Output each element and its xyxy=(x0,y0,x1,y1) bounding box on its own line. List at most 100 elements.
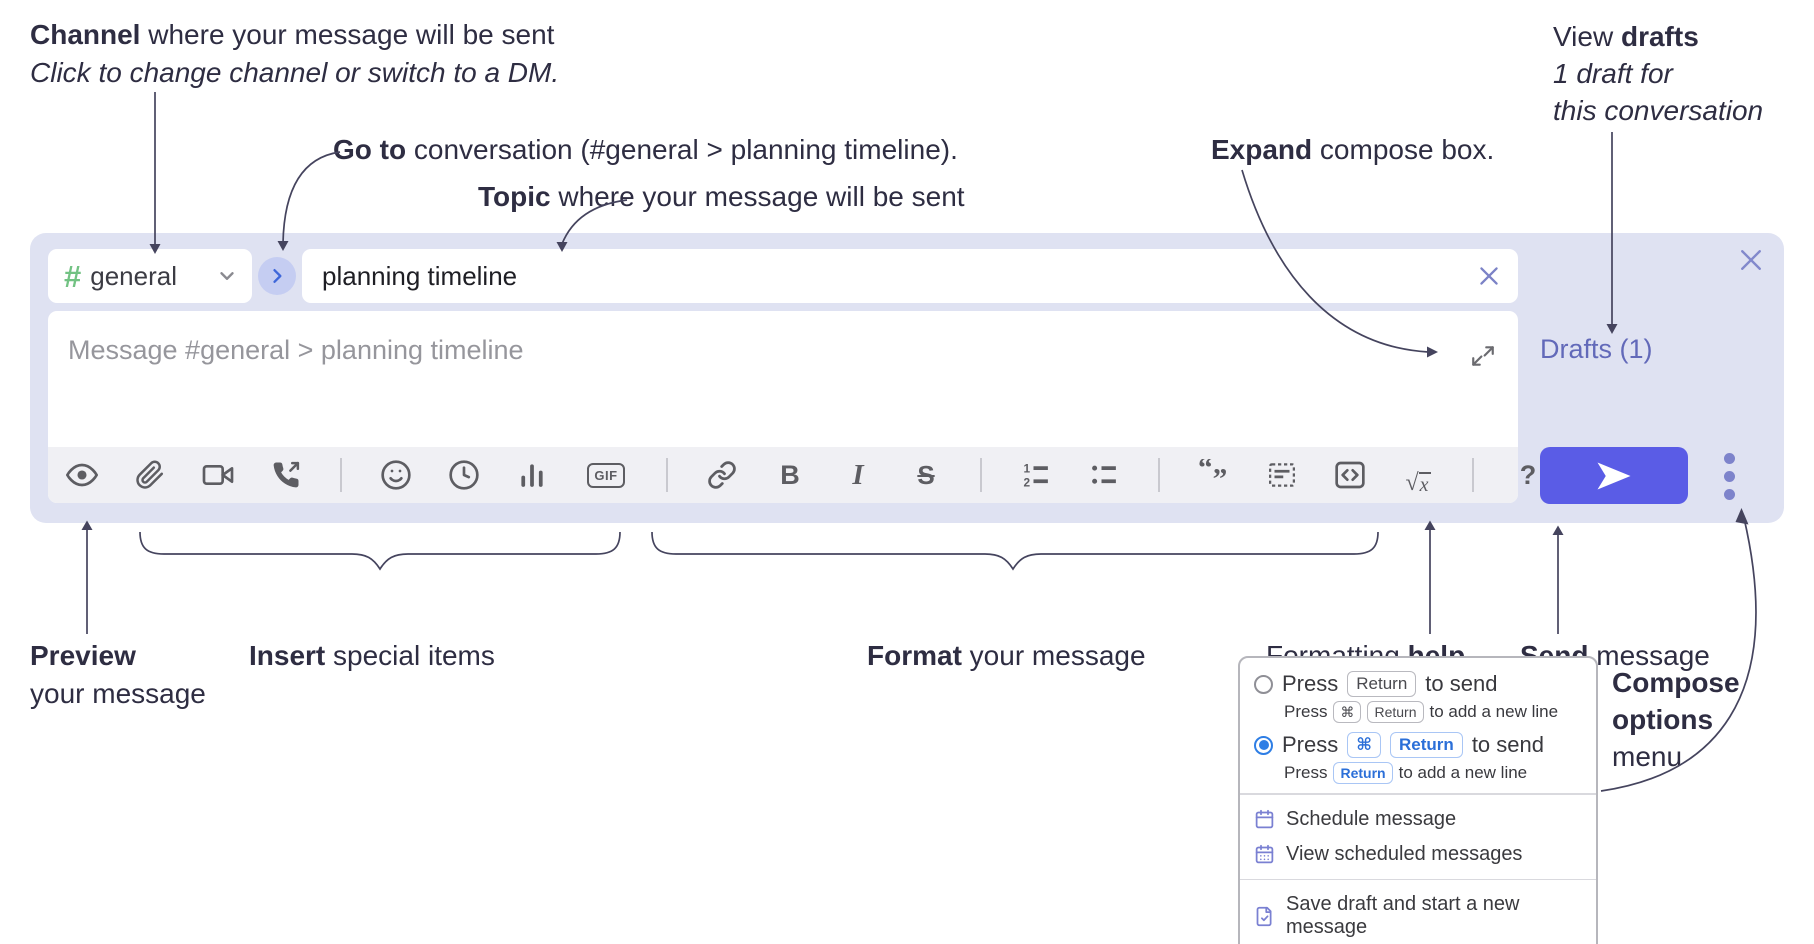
annotation-compose-options-line3: menu xyxy=(1612,741,1683,772)
toolbar-divider xyxy=(1472,458,1474,492)
scheduled-messages-calendar-icon xyxy=(1254,844,1275,865)
annotation-go-to-rest: conversation (#general > planning timeli… xyxy=(406,134,958,165)
annotation-view-drafts-line2: 1 draft for xyxy=(1553,58,1673,89)
formatting-help-icon[interactable]: ? xyxy=(1519,459,1537,490)
preview-eye-icon[interactable] xyxy=(62,455,102,495)
spoiler-icon[interactable] xyxy=(1262,455,1302,495)
option-cmd-return-to-send[interactable]: Press ⌘ Return to send xyxy=(1254,732,1582,758)
annotation-insert-bold: Insert xyxy=(249,640,326,671)
schedule-calendar-icon xyxy=(1254,809,1275,830)
brace-format xyxy=(651,531,1379,571)
to-send-label: to send xyxy=(1471,732,1544,757)
menu-item-schedule-message[interactable]: Schedule message xyxy=(1254,802,1582,837)
annotation-insert-rest: special items xyxy=(325,640,495,671)
annotation-preview-line2: your message xyxy=(30,678,206,709)
close-compose-icon[interactable] xyxy=(1736,245,1766,275)
option-return-subtext: Press ⌘ Return to add a new line xyxy=(1284,701,1582,723)
math-icon[interactable]: √x xyxy=(1398,455,1438,495)
press-label: Press xyxy=(1284,702,1328,721)
kebab-dot xyxy=(1724,489,1735,500)
bulleted-list-icon[interactable] xyxy=(1084,455,1124,495)
menu-item-label: Save draft and start a new message xyxy=(1286,893,1520,938)
compose-options-menu: Press Return to send Press ⌘ Return to a… xyxy=(1238,656,1598,944)
message-panel: GIF B I S 12 “” xyxy=(48,311,1536,503)
toolbar-divider xyxy=(340,458,342,492)
gif-icon[interactable]: GIF xyxy=(580,455,632,495)
annotation-view-drafts-line3: this conversation xyxy=(1553,95,1764,126)
press-label: Press xyxy=(1284,763,1328,782)
quote-icon[interactable]: “” xyxy=(1194,455,1234,495)
option-cmd-return-subtext: Press Return to add a new line xyxy=(1284,762,1582,784)
math-variable: x xyxy=(1418,472,1431,496)
brace-insert xyxy=(139,531,621,571)
menu-divider xyxy=(1240,793,1596,795)
to-send-label: to send xyxy=(1425,671,1498,696)
voice-call-icon[interactable] xyxy=(266,455,306,495)
menu-item-view-scheduled-messages[interactable]: View scheduled messages xyxy=(1254,837,1582,872)
bold-icon[interactable]: B xyxy=(780,459,800,490)
link-icon[interactable] xyxy=(702,455,742,495)
option-return-to-send[interactable]: Press Return to send xyxy=(1254,671,1582,697)
annotation-expand: Expand compose box. xyxy=(1211,131,1494,169)
toolbar-divider xyxy=(1158,458,1160,492)
gif-label: GIF xyxy=(587,462,625,488)
video-call-icon[interactable] xyxy=(198,455,238,495)
press-label: Press xyxy=(1282,732,1339,757)
annotation-format-rest: your message xyxy=(961,640,1146,671)
kebab-dot xyxy=(1724,471,1735,482)
topic-input[interactable] xyxy=(320,259,1476,293)
drafts-link[interactable]: Drafts (1) xyxy=(1540,334,1653,364)
strikethrough-icon[interactable]: S xyxy=(917,459,935,490)
time-clock-icon[interactable] xyxy=(444,455,484,495)
annotation-compose-options-line2: options xyxy=(1612,704,1714,735)
send-button[interactable] xyxy=(1540,447,1688,504)
radio-selected-icon[interactable] xyxy=(1254,735,1273,755)
annotation-go-to: Go to conversation (#general > planning … xyxy=(333,131,958,169)
key-cmd: ⌘ xyxy=(1347,732,1382,758)
chevron-right-icon xyxy=(273,269,282,283)
annotation-channel-rest: where your message will be sent xyxy=(140,19,555,50)
topic-input-box xyxy=(302,249,1518,303)
compose-options-kebab-icon[interactable] xyxy=(1724,453,1735,500)
key-return: Return xyxy=(1333,762,1393,784)
annotation-channel-sub: Click to change channel or switch to a D… xyxy=(30,57,560,88)
compose-box: # general xyxy=(30,233,1784,523)
key-return: Return xyxy=(1347,671,1417,697)
annotation-view-drafts-bold: drafts xyxy=(1620,21,1699,52)
connector-go-to xyxy=(282,151,341,244)
emoji-smiley-icon[interactable] xyxy=(376,455,416,495)
annotation-preview-bold: Preview xyxy=(30,640,136,671)
annotation-topic: Topic where your message will be sent xyxy=(478,178,965,216)
save-draft-doc-icon xyxy=(1254,906,1275,927)
go-to-conversation-button[interactable] xyxy=(258,257,296,295)
italic-icon[interactable]: I xyxy=(852,458,864,491)
menu-item-save-draft[interactable]: Save draft and start a new message xyxy=(1254,887,1582,944)
radio-unselected-icon[interactable] xyxy=(1254,674,1273,694)
annotation-go-to-bold: Go to xyxy=(333,134,407,165)
code-icon[interactable] xyxy=(1330,455,1370,495)
annotation-format-bold: Format xyxy=(867,640,962,671)
annotation-topic-bold: Topic xyxy=(478,181,551,212)
message-input[interactable] xyxy=(48,311,1518,445)
svg-text:”: ” xyxy=(1213,463,1228,491)
kebab-dot xyxy=(1724,453,1735,464)
toolbar-divider xyxy=(980,458,982,492)
poll-bar-chart-icon[interactable] xyxy=(512,455,552,495)
annotation-compose-options: Compose options menu xyxy=(1612,664,1740,775)
menu-item-label: Schedule message xyxy=(1286,807,1457,830)
expand-compose-icon[interactable] xyxy=(1470,343,1496,369)
attach-paperclip-icon[interactable] xyxy=(130,455,170,495)
send-plane-icon xyxy=(1597,462,1631,489)
annotation-view-drafts-prefix: View xyxy=(1553,21,1621,52)
channel-selector[interactable]: # general xyxy=(48,249,252,303)
toolbar-divider xyxy=(666,458,668,492)
annotation-preview: Preview your message xyxy=(30,637,206,713)
annotation-view-drafts: View drafts 1 draft for this conversatio… xyxy=(1553,18,1763,129)
annotation-format: Format your message xyxy=(867,637,1146,675)
clear-topic-icon[interactable] xyxy=(1476,263,1502,289)
annotation-expand-rest: compose box. xyxy=(1312,134,1495,165)
annotation-compose-options-line1: Compose xyxy=(1612,667,1740,698)
